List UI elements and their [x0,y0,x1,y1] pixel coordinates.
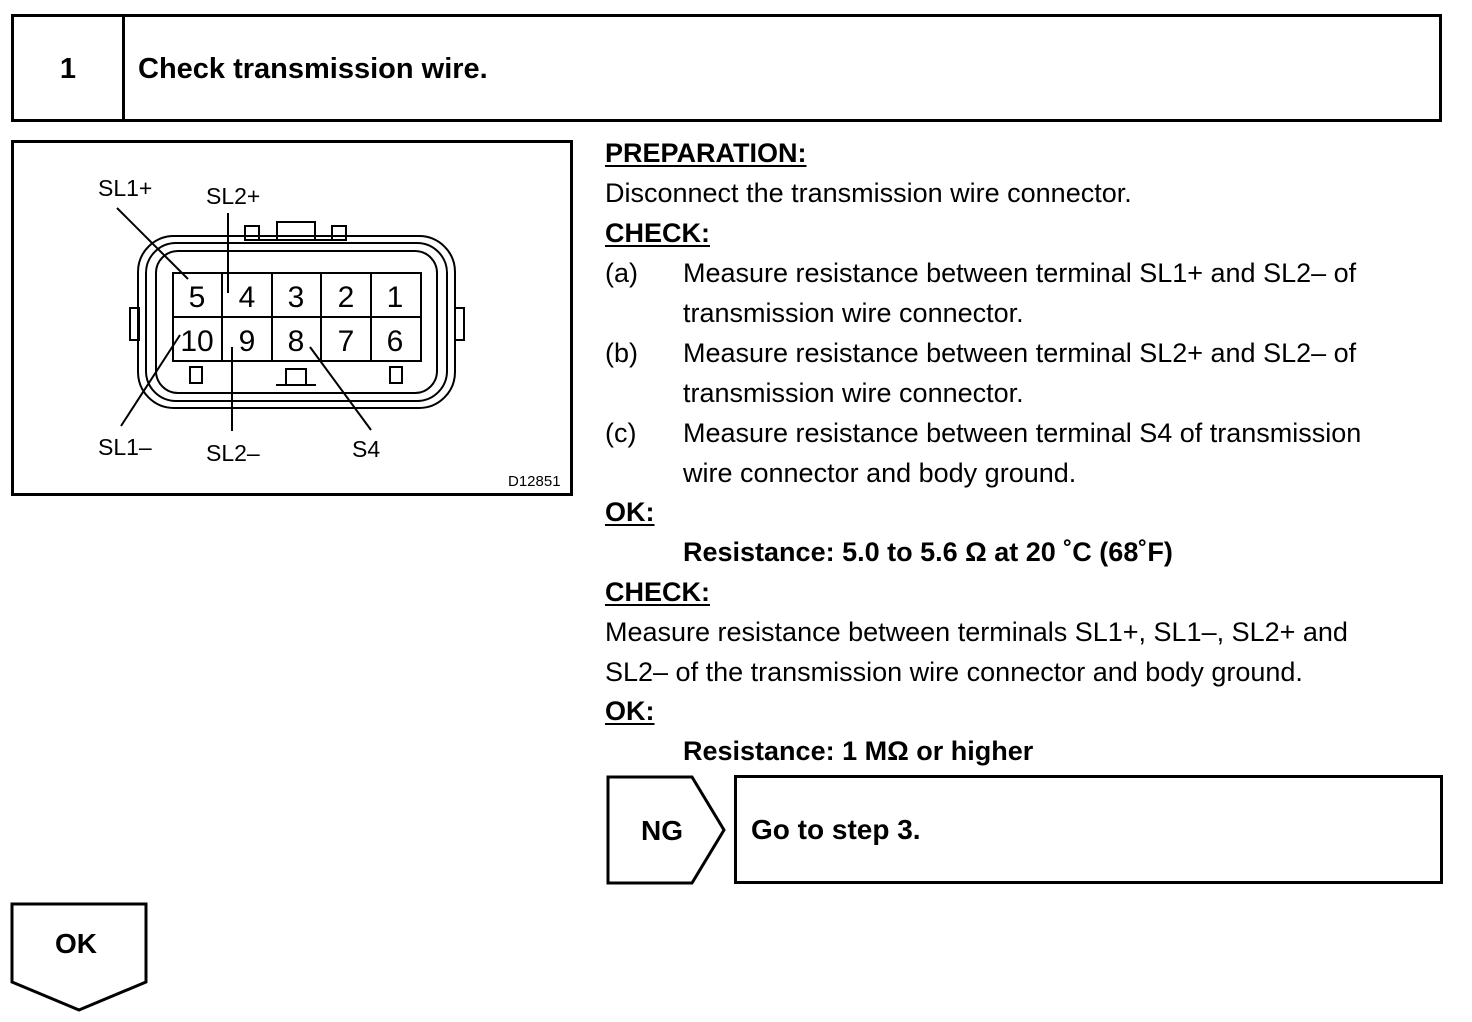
step-header: 1 Check transmission wire. [11,14,1442,122]
bottom-key-left [189,366,203,384]
leader-s4 [309,346,372,431]
check-item-a-line1: Measure resistance between terminal SL1+… [683,258,1357,288]
ng-action-text: Go to step 3. [751,814,921,845]
pin-1: 1 [387,281,404,314]
step-title: Check transmission wire. [138,53,488,85]
connector-housing-outer [137,235,456,409]
pin-2: 2 [338,281,355,314]
connector-housing-inner [155,250,438,394]
step-number: 1 [59,53,77,85]
leader-sl1-plus [116,207,189,280]
check-item-b-line1: Measure resistance between terminal SL2+… [683,338,1357,368]
check-heading-1: CHECK: [605,218,710,248]
connector-diagram: 5 4 3 2 1 10 9 8 7 6 SL1+ SL2+ SL1– SL2–… [11,140,573,496]
pin-5: 5 [189,281,206,314]
check-item-marker-a: (a) [605,258,638,288]
check-2-line1: Measure resistance between terminals SL1… [605,617,1348,647]
callout-sl2-minus: SL2– [206,440,260,466]
ng-action-box: Go to step 3. [734,775,1443,884]
top-latch-right [331,225,347,241]
check-item-b-line2: transmission wire connector. [683,378,1024,408]
callout-s4: S4 [352,436,380,462]
ok-heading-2: OK: [605,696,655,726]
pin-8: 8 [288,325,305,358]
check-item-marker-b: (b) [605,338,638,368]
pin-3: 3 [288,281,305,314]
top-latch-center [276,221,316,241]
ok-label: OK [55,928,97,959]
pin-9: 9 [239,325,256,358]
preparation-text: Disconnect the transmission wire connect… [605,178,1132,208]
connector-housing-middle [145,242,448,402]
check-heading-2: CHECK: [605,577,710,607]
check-item-a-line2: transmission wire connector. [683,298,1024,328]
ok-heading-1: OK: [605,497,655,527]
connector-illustration: 5 4 3 2 1 10 9 8 7 6 SL1+ SL2+ SL1– SL2–… [98,175,561,490]
pin-6: 6 [387,325,404,358]
callout-sl1-minus: SL1– [98,434,152,460]
check-item-marker-c: (c) [605,418,637,448]
right-tab [454,307,465,341]
preparation-heading: PREPARATION: [605,138,807,168]
check-item-c-line2: wire connector and body ground. [683,458,1077,488]
check-2-line2: SL2– of the transmission wire connector … [605,657,1303,687]
figure-code: D12851 [508,473,561,490]
callout-sl1-plus: SL1+ [98,175,152,201]
leader-sl1-minus [120,334,181,427]
ok-value-1: Resistance: 5.0 to 5.6 Ω at 20 ˚C (68˚F) [683,537,1173,567]
ok-value-2: Resistance: 1 MΩ or higher [683,736,1034,766]
ng-label: NG [641,815,683,846]
pin-10: 10 [180,325,213,358]
check-item-c-line1: Measure resistance between terminal S4 o… [683,418,1362,448]
left-tab [129,307,140,341]
ok-arrow-shape: OK [10,902,148,1012]
top-latch-left [244,225,260,241]
bottom-key-right [389,366,403,384]
ng-arrow-shape: NG [606,775,726,885]
step-number-cell: 1 [14,17,125,119]
pin-4: 4 [239,281,256,314]
callout-sl2-plus: SL2+ [206,183,260,209]
pin-7: 7 [338,325,355,358]
bottom-key-center [285,368,307,386]
